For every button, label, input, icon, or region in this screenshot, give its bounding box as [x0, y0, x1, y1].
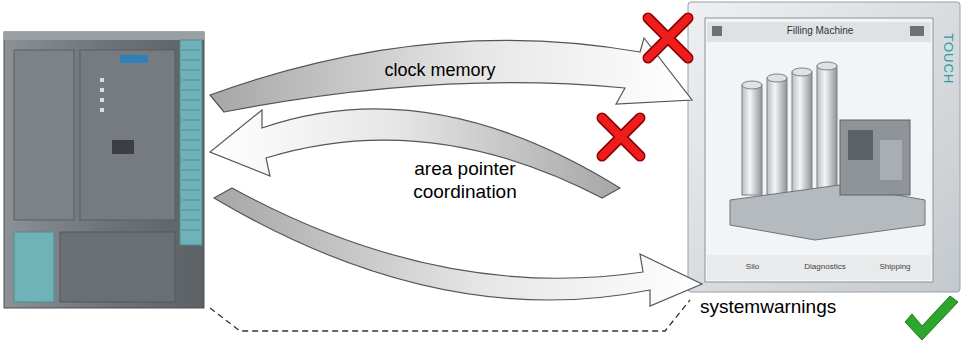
- plc-illustration: [4, 32, 204, 308]
- silo-top: [817, 62, 837, 70]
- silo-top: [767, 74, 787, 82]
- filling-machine-picture: [730, 62, 925, 240]
- silo-top: [742, 81, 762, 89]
- dashed-line: [210, 300, 690, 331]
- machine-part: [848, 130, 873, 160]
- red-cross: [602, 118, 640, 156]
- hmi-button-bar: [707, 255, 931, 280]
- cross-mark: [648, 18, 688, 58]
- silo-shape: [817, 66, 837, 195]
- silo-top: [792, 68, 812, 76]
- plc-led: [100, 78, 104, 82]
- screen-title: Filling Machine: [760, 25, 880, 37]
- plc-top: [4, 32, 204, 40]
- screen-button: Shipping: [865, 262, 925, 272]
- hmi-icon: [910, 26, 924, 36]
- silo-shape: [767, 78, 787, 195]
- plc-module: [14, 50, 74, 220]
- screen-button: Silo: [730, 262, 775, 272]
- plc-module: [80, 50, 175, 220]
- hmi-title-bar: [707, 22, 931, 42]
- plc-logo: [120, 55, 148, 63]
- screen-button: Diagnostics: [790, 262, 860, 272]
- silo-shape: [742, 85, 762, 195]
- cross-shadow: [602, 118, 640, 156]
- hmi-bezel: [688, 2, 960, 292]
- silo-shape: [792, 72, 812, 195]
- plc-led: [100, 98, 104, 102]
- block-arrow: [210, 38, 692, 112]
- arrow-label: clock memory: [370, 60, 510, 82]
- plc-terminals: [182, 50, 200, 230]
- hmi-illustration: [688, 2, 960, 292]
- plc-front-connector: [180, 40, 202, 245]
- plc-housing: [4, 32, 204, 308]
- machine-body: [840, 120, 910, 195]
- cross-mark: [602, 118, 640, 156]
- brand-text: TOUCH: [940, 24, 956, 94]
- machine-part: [880, 140, 902, 180]
- cross-shadow: [648, 18, 688, 58]
- plc-led: [100, 108, 104, 112]
- plc-led: [100, 88, 104, 92]
- hmi-screen: [705, 18, 933, 282]
- hmi-icon: [712, 26, 722, 36]
- block-arrow: [214, 188, 702, 306]
- check-mark: [905, 296, 958, 340]
- plc-switch: [112, 140, 134, 154]
- arrow-label: area pointer coordination: [395, 158, 535, 204]
- annotation: systemwarnings: [700, 296, 870, 319]
- plc-io-module: [14, 232, 54, 302]
- red-cross: [648, 18, 688, 58]
- plc-cover: [60, 232, 175, 302]
